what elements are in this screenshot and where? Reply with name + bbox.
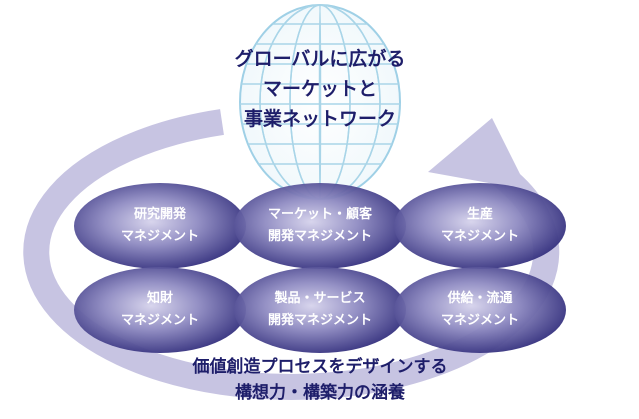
management-oval — [394, 267, 566, 353]
management-oval-label: マーケット・顧客開発マネジメント — [245, 204, 395, 248]
oval-label-line: 知財 — [146, 291, 173, 306]
globe-caption-line: 事業ネットワーク — [243, 108, 396, 130]
oval-label-line: 製品・サービス — [274, 291, 366, 306]
oval-label-line: 開発マネジメント — [267, 313, 372, 328]
globe-caption-line: マーケットと — [262, 78, 377, 100]
management-oval-label: 知財マネジメント — [85, 288, 235, 332]
oval-label-line: マネジメント — [440, 313, 519, 328]
cycle-arrow-head — [428, 118, 528, 190]
globe-caption-line: グローバルに広がる — [234, 48, 406, 70]
management-oval-label: 研究開発マネジメント — [85, 204, 235, 248]
bottom-caption-line: 価値創造プロセスをデザインする — [192, 357, 448, 377]
bottom-caption: 価値創造プロセスをデザインする 構想力・構築力の涵養 — [150, 354, 490, 406]
management-oval — [394, 183, 566, 269]
globe-icon — [239, 4, 401, 200]
oval-label-line: マーケット・顧客 — [267, 207, 372, 222]
cycle-arrow-ring — [23, 109, 560, 400]
oval-label-line: マネジメント — [440, 229, 519, 244]
management-oval — [234, 267, 406, 353]
management-oval — [74, 267, 246, 353]
oval-label-line: マネジメント — [120, 229, 199, 244]
management-oval — [74, 183, 246, 269]
management-oval-label: 製品・サービス開発マネジメント — [245, 288, 395, 332]
management-oval — [234, 183, 406, 269]
globe-caption: グローバルに広がる マーケットと 事業ネットワーク — [190, 44, 450, 134]
oval-label-line: 供給・流通 — [447, 291, 513, 306]
bottom-caption-line: 構想力・構築力の涵養 — [235, 383, 405, 403]
oval-label-line: 開発マネジメント — [267, 229, 372, 244]
oval-label-line: 研究開発 — [133, 207, 186, 222]
oval-label-line: 生産 — [466, 207, 493, 222]
management-oval-label: 供給・流通マネジメント — [405, 288, 555, 332]
oval-label-line: マネジメント — [120, 313, 199, 328]
management-oval-label: 生産マネジメント — [405, 204, 555, 248]
